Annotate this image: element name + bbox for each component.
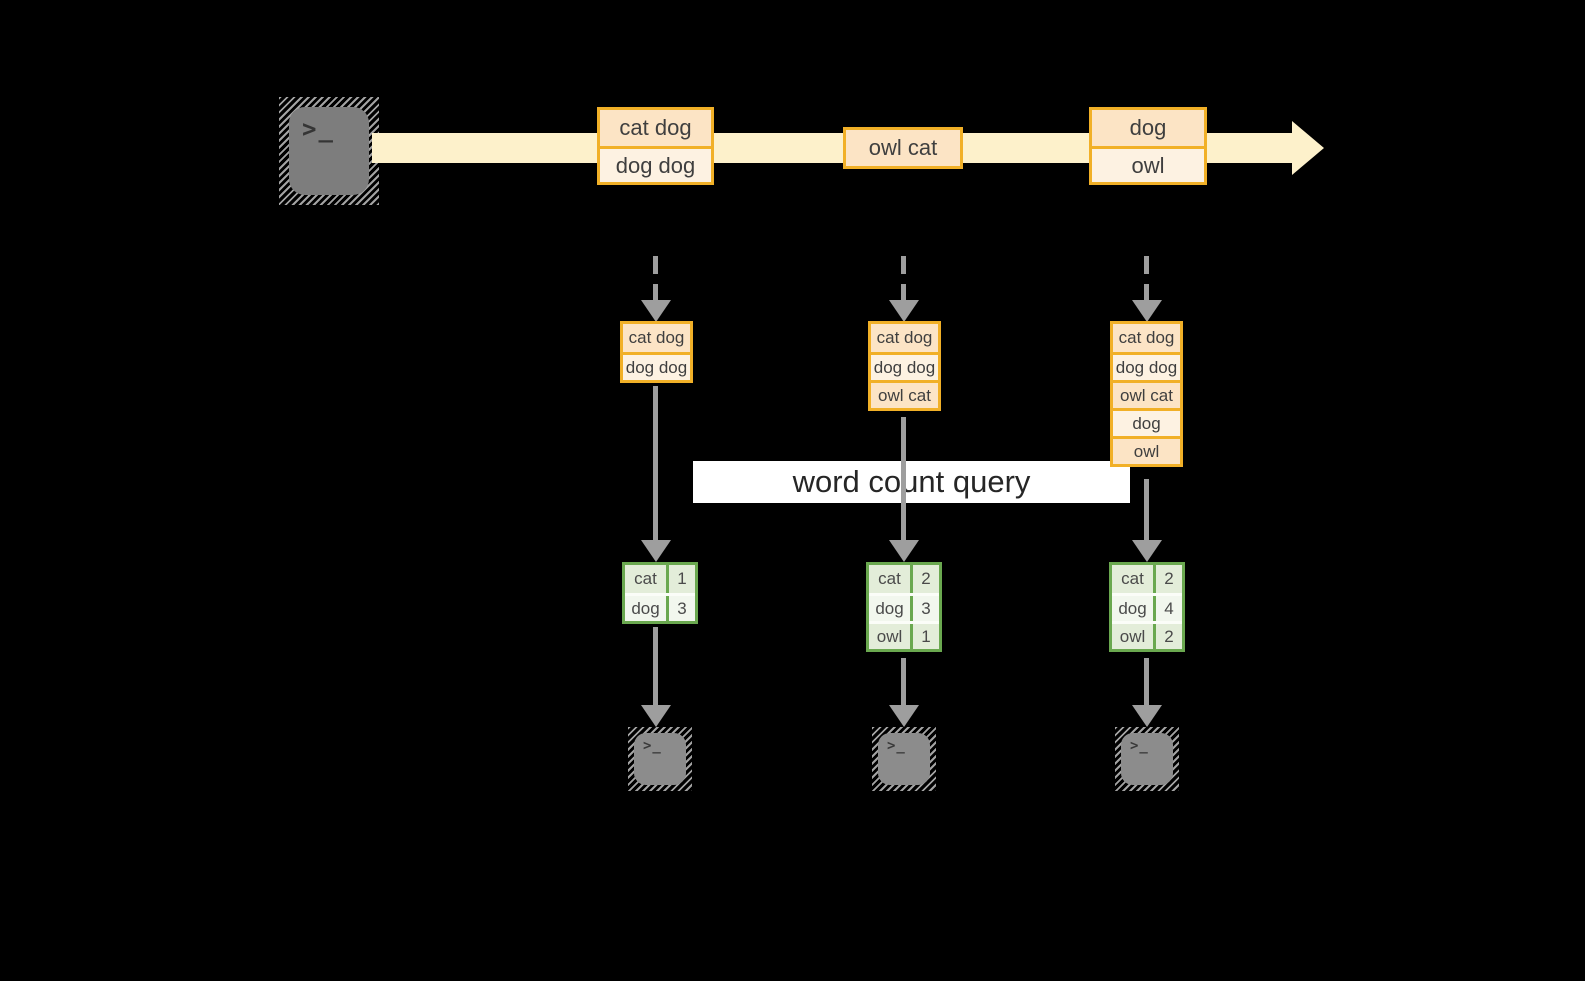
count-row: cat 2 <box>869 565 939 593</box>
buffer-record: cat dog <box>871 324 938 352</box>
terminal-screen: >_ <box>634 733 686 785</box>
count-table-3: cat 2 dog 4 owl 2 <box>1109 562 1185 652</box>
count-value: 2 <box>1164 569 1174 588</box>
count-value: 2 <box>921 569 931 588</box>
count-word: owl <box>869 624 913 649</box>
count-word: cat <box>625 565 669 593</box>
count-value: 4 <box>1164 598 1174 618</box>
terminal-prompt-glyph: >_ <box>302 115 335 143</box>
stream-record: owl <box>1092 146 1204 182</box>
count-value: 3 <box>921 598 931 618</box>
word-count-query-label: word count query <box>693 461 1130 503</box>
terminal-prompt-glyph: >_ <box>643 738 662 754</box>
count-table-1: cat 1 dog 3 <box>622 562 698 624</box>
buffer-record: owl cat <box>1113 380 1180 408</box>
input-buffer-1: cat dog dog dog <box>620 321 693 383</box>
input-buffer-3: cat dog dog dog owl cat dog owl <box>1110 321 1183 467</box>
stream-record: owl cat <box>846 130 960 166</box>
count-row: owl 1 <box>869 621 939 649</box>
count-word: dog <box>1112 596 1156 621</box>
terminal-prompt-glyph: >_ <box>887 738 906 754</box>
connector-arrowhead-icon <box>889 540 919 562</box>
connector-line <box>1144 479 1149 540</box>
stream-record: dog dog <box>600 146 711 182</box>
connector-line <box>901 417 906 540</box>
stream-batch-1: cat dog dog dog <box>597 107 714 185</box>
count-word: cat <box>1112 565 1156 593</box>
count-value: 3 <box>677 598 687 618</box>
count-table-2: cat 2 dog 3 owl 1 <box>866 562 942 652</box>
connector-arrowhead-icon <box>641 540 671 562</box>
buffer-record: dog dog <box>1113 352 1180 380</box>
stream-arrowhead-icon <box>1292 121 1324 175</box>
stream-record: cat dog <box>600 110 711 146</box>
terminal-screen: >_ <box>289 107 369 195</box>
dashed-arrowhead-icon <box>641 300 671 322</box>
buffer-record: dog dog <box>623 352 690 380</box>
connector-line <box>653 627 658 705</box>
sink-terminal-icon-3: >_ <box>1115 727 1179 791</box>
dashed-arrowhead-icon <box>889 300 919 322</box>
connector-arrowhead-icon <box>1132 540 1162 562</box>
count-value: 2 <box>1164 626 1174 646</box>
connector-line <box>901 658 906 705</box>
count-value: 1 <box>921 626 931 646</box>
count-row: owl 2 <box>1112 621 1182 649</box>
buffer-record: dog dog <box>871 352 938 380</box>
terminal-screen: >_ <box>1121 733 1173 785</box>
count-row: cat 1 <box>625 565 695 593</box>
dashed-arrow-line <box>901 256 906 302</box>
buffer-record: dog <box>1113 408 1180 436</box>
count-row: cat 2 <box>1112 565 1182 593</box>
buffer-record: owl <box>1113 436 1180 464</box>
count-value: 1 <box>677 569 687 588</box>
source-terminal-icon: >_ <box>279 97 379 205</box>
buffer-record: cat dog <box>1113 324 1180 352</box>
terminal-prompt-glyph: >_ <box>1130 738 1149 754</box>
buffer-record: owl cat <box>871 380 938 408</box>
connector-arrowhead-icon <box>641 705 671 727</box>
stream-batch-3: dog owl <box>1089 107 1207 185</box>
count-row: dog 3 <box>625 593 695 621</box>
connector-arrowhead-icon <box>1132 705 1162 727</box>
connector-line <box>653 386 658 542</box>
sink-terminal-icon-2: >_ <box>872 727 936 791</box>
stream-record: dog <box>1092 110 1204 146</box>
sink-terminal-icon-1: >_ <box>628 727 692 791</box>
connector-arrowhead-icon <box>889 705 919 727</box>
count-word: dog <box>869 596 913 621</box>
count-row: dog 4 <box>1112 593 1182 621</box>
dashed-arrow-line <box>1144 256 1149 302</box>
terminal-screen: >_ <box>878 733 930 785</box>
connector-line <box>1144 658 1149 705</box>
dashed-arrowhead-icon <box>1132 300 1162 322</box>
dashed-arrow-line <box>653 256 658 302</box>
count-row: dog 3 <box>869 593 939 621</box>
stream-batch-2: owl cat <box>843 127 963 169</box>
buffer-record: cat dog <box>623 324 690 352</box>
count-word: owl <box>1112 624 1156 649</box>
input-buffer-2: cat dog dog dog owl cat <box>868 321 941 411</box>
count-word: cat <box>869 565 913 593</box>
count-word: dog <box>625 596 669 621</box>
